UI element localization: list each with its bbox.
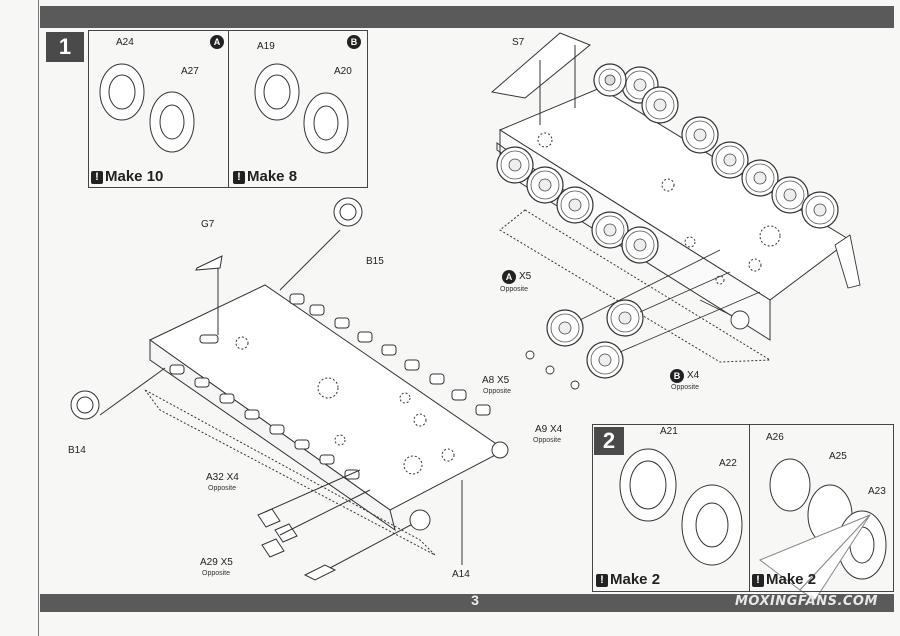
part-label-a27: A27 <box>181 66 199 77</box>
part-label-b15: B15 <box>366 256 384 267</box>
part-label-a9: A9 X4 <box>535 424 563 435</box>
exclamation-icon: ! <box>596 574 608 587</box>
part-label-a8: A8 X5 <box>482 375 510 386</box>
inset-divider <box>228 30 229 187</box>
make-note-b: !Make 8 <box>233 168 297 185</box>
part-label-a22: A22 <box>719 458 737 469</box>
part-label-a25: A25 <box>829 451 847 462</box>
part-label-a-x5: X5 <box>519 271 532 282</box>
part-label-a24: A24 <box>116 37 134 48</box>
b-x4-opposite-note: Opposite <box>671 384 700 391</box>
a32-opposite-note: Opposite <box>208 485 237 492</box>
step2-panel <box>592 424 894 592</box>
part-label-a26: A26 <box>766 432 784 443</box>
part-label-b-x4: X4 <box>687 370 700 381</box>
part-label-a29: A29 X5 <box>200 557 233 568</box>
a9-opposite-note: Opposite <box>533 437 562 444</box>
part-label-a32: A32 X4 <box>206 472 239 483</box>
header-bar <box>40 6 894 28</box>
badge-a: A <box>210 35 224 49</box>
part-label-a21: A21 <box>660 426 678 437</box>
part-label-s7: S7 <box>512 37 525 48</box>
part-label-a19: A19 <box>257 41 275 52</box>
exclamation-icon: ! <box>233 171 245 184</box>
paper-plane-logo-icon <box>758 514 871 601</box>
make-note-a: !Make 10 <box>91 168 163 185</box>
exclamation-icon: ! <box>752 574 764 587</box>
part-label-a20: A20 <box>334 66 352 77</box>
make-note-step2-right: !Make 2 <box>752 571 816 588</box>
step-number-1: 1 <box>46 32 84 62</box>
footer-bar <box>40 594 894 612</box>
badge-a-x5: A <box>502 270 516 284</box>
step2-divider <box>749 424 750 591</box>
a8-opposite-note: Opposite <box>483 388 512 395</box>
part-label-a14: A14 <box>452 569 470 580</box>
make-note-b-text: Make 8 <box>247 168 298 185</box>
site-watermark: MOXINGFANS.COM <box>735 594 878 609</box>
lower-hull-drawing <box>70 197 509 581</box>
make-note-step2-right-text: Make 2 <box>766 571 817 588</box>
badge-b-x4: B <box>670 369 684 383</box>
exclamation-icon: ! <box>91 171 103 184</box>
part-label-b14: B14 <box>68 445 86 456</box>
binding-margin-line <box>38 0 39 636</box>
make-note-a-text: Make 10 <box>105 168 164 185</box>
a29-opposite-note: Opposite <box>202 570 231 577</box>
badge-b: B <box>347 35 361 49</box>
part-label-a23: A23 <box>868 486 886 497</box>
step-number-2: 2 <box>594 427 624 455</box>
make-note-step2-left: !Make 2 <box>596 571 660 588</box>
page-number: 3 <box>471 592 479 608</box>
make-note-step2-left-text: Make 2 <box>610 571 661 588</box>
a-x5-opposite-note: Opposite <box>500 286 529 293</box>
part-label-g7: G7 <box>201 219 215 230</box>
